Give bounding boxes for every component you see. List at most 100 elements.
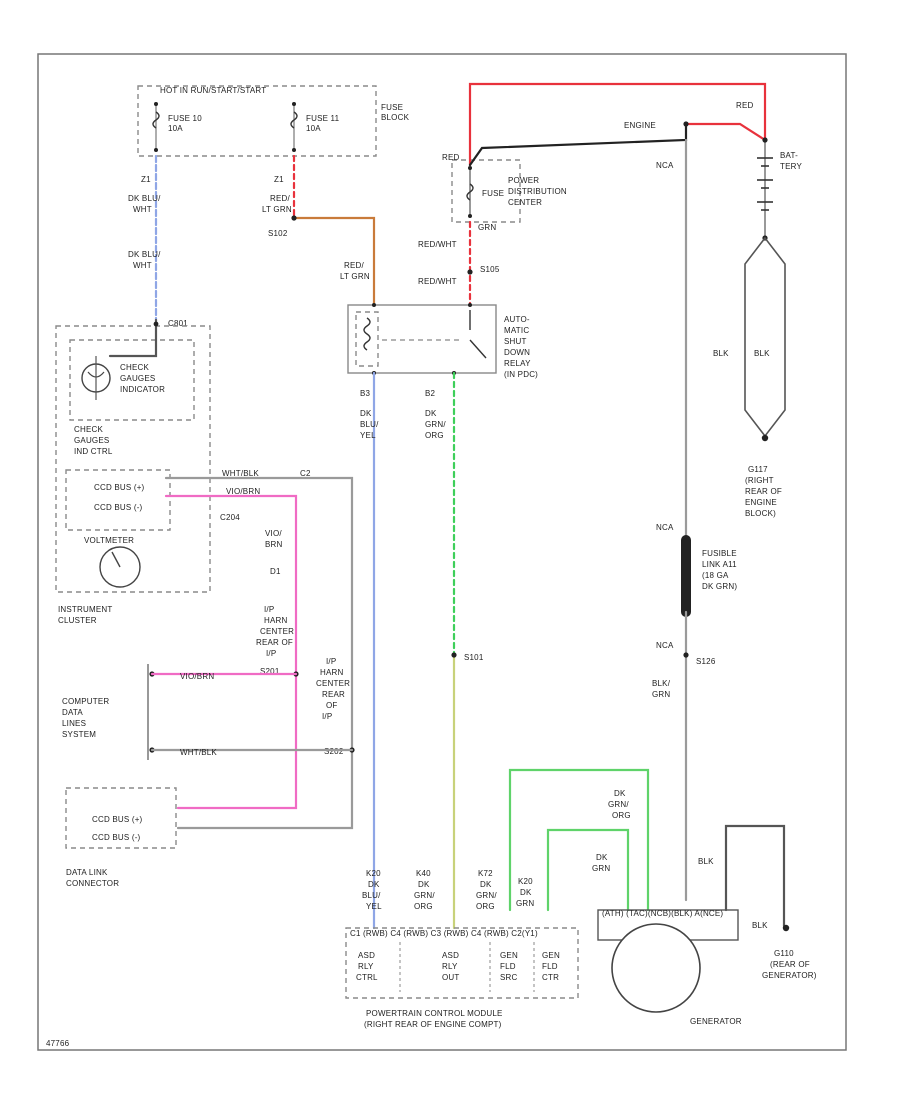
svg-text:ASD: ASD <box>358 951 375 960</box>
svg-text:REAR OF: REAR OF <box>745 487 782 496</box>
fuse-11-label: FUSE 11 <box>306 114 340 123</box>
svg-text:CLUSTER: CLUSTER <box>58 616 97 625</box>
svg-text:OF: OF <box>326 701 338 710</box>
svg-text:LINK A11: LINK A11 <box>702 560 737 569</box>
svg-text:POWER: POWER <box>508 176 539 185</box>
svg-text:VOLTMETER: VOLTMETER <box>84 536 134 545</box>
wire-black-ground-eng <box>468 122 688 167</box>
wire-blk-generator <box>724 824 786 928</box>
svg-text:GAUGES: GAUGES <box>120 374 155 383</box>
svg-text:DATA LINK: DATA LINK <box>66 868 108 877</box>
svg-text:BLOCK: BLOCK <box>381 113 410 122</box>
wire-label: VIO/BRN <box>226 487 260 496</box>
wire-label: DK <box>614 789 626 798</box>
svg-text:OUT: OUT <box>442 973 460 982</box>
fuse-11-rating: 10A <box>306 124 321 133</box>
svg-text:CCD BUS (-): CCD BUS (-) <box>94 503 143 512</box>
svg-text:HARN: HARN <box>264 616 287 625</box>
wire-label: DK BLU/ <box>128 250 161 259</box>
fuse-10-label: FUSE 10 <box>168 114 202 123</box>
svg-text:GEN: GEN <box>542 951 560 960</box>
svg-text:GEN: GEN <box>500 951 518 960</box>
wire-label: B3 <box>360 389 371 398</box>
wire-label: WHT/BLK <box>180 748 217 757</box>
wire-label: VIO/BRN <box>180 672 214 681</box>
svg-text:CCD BUS (+): CCD BUS (+) <box>92 815 143 824</box>
wire-dkgrn-field <box>546 828 630 912</box>
splice-s101: S101 <box>464 653 484 662</box>
svg-text:GRN: GRN <box>652 690 670 699</box>
connector-c801: C801 <box>168 319 188 328</box>
svg-text:ASD: ASD <box>442 951 459 960</box>
svg-text:CENTER: CENTER <box>260 627 294 636</box>
fuse-10-rating: 10A <box>168 124 183 133</box>
wire-label: VIO/ <box>265 529 282 538</box>
svg-text:YEL: YEL <box>366 902 382 911</box>
svg-text:SYSTEM: SYSTEM <box>62 730 96 739</box>
svg-text:(IN PDC): (IN PDC) <box>504 370 538 379</box>
ground-g110: G110 <box>774 949 794 958</box>
svg-text:MATIC: MATIC <box>504 326 529 335</box>
wire-label: BLK/ <box>652 679 671 688</box>
svg-text:CCD BUS (+): CCD BUS (+) <box>94 483 145 492</box>
wire-label: RED/WHT <box>418 277 457 286</box>
svg-text:DK GRN): DK GRN) <box>702 582 737 591</box>
svg-text:(18 GA: (18 GA <box>702 571 729 580</box>
power-distribution-center: FUSE POWER DISTRIBUTION CENTER <box>451 159 567 223</box>
fuse-block-label: FUSE <box>381 103 403 112</box>
wire-label: K72 <box>478 869 493 878</box>
computer-data-lines-system: COMPUTER DATA LINES SYSTEM <box>62 664 155 760</box>
svg-text:(RIGHT REAR OF ENGINE COMPT): (RIGHT REAR OF ENGINE COMPT) <box>364 1020 502 1029</box>
svg-text:SRC: SRC <box>500 973 518 982</box>
wire-label: Z1 <box>141 175 151 184</box>
svg-text:WHT: WHT <box>133 261 152 270</box>
svg-text:GRN/: GRN/ <box>476 891 497 900</box>
svg-text:BRN: BRN <box>265 540 283 549</box>
svg-text:GENERATOR: GENERATOR <box>690 1017 742 1026</box>
svg-text:DISTRIBUTION: DISTRIBUTION <box>508 187 567 196</box>
svg-text:DATA: DATA <box>62 708 83 717</box>
svg-text:GRN/: GRN/ <box>608 800 629 809</box>
svg-text:INDICATOR: INDICATOR <box>120 385 165 394</box>
svg-text:CCD BUS (-): CCD BUS (-) <box>92 833 141 842</box>
svg-text:ORG: ORG <box>476 902 495 911</box>
wire-label: DK <box>596 853 608 862</box>
wire-red-ltgrn-lower <box>292 216 376 307</box>
svg-text:BAT-: BAT- <box>780 151 798 160</box>
wire-red-engine <box>684 122 767 142</box>
svg-text:CENTER: CENTER <box>508 198 542 207</box>
splice-s102: S102 <box>268 229 288 238</box>
svg-text:DK BLU/: DK BLU/ <box>128 194 161 203</box>
svg-text:INSTRUMENT: INSTRUMENT <box>58 605 112 614</box>
svg-text:FUSE: FUSE <box>482 189 504 198</box>
generator-icon <box>611 923 701 1013</box>
wire-label: Z1 <box>274 175 284 184</box>
svg-text:DK: DK <box>368 880 380 889</box>
svg-text:AUTO-: AUTO- <box>504 315 530 324</box>
wire-label: B2 <box>425 389 436 398</box>
wire-label: RED/WHT <box>418 240 457 249</box>
wire-vio-brn-c1 <box>164 494 298 810</box>
wire-label: NCA <box>656 161 674 170</box>
svg-text:I/P: I/P <box>322 712 332 721</box>
svg-text:BLU/: BLU/ <box>362 891 381 900</box>
svg-text:DOWN: DOWN <box>504 348 530 357</box>
svg-text:(RIGHT: (RIGHT <box>745 476 774 485</box>
wire-label: RED/ <box>344 261 364 270</box>
svg-text:DK: DK <box>418 880 430 889</box>
connector-c2: C2 <box>300 469 311 478</box>
svg-text:DK: DK <box>480 880 492 889</box>
fuse-block-header: HOT IN RUN/START/START <box>160 86 266 95</box>
data-link-connector: CCD BUS (+) CCD BUS (-) DATA LINK CONNEC… <box>65 787 177 888</box>
wire-label: BLK <box>752 921 768 930</box>
svg-text:RELAY: RELAY <box>504 359 531 368</box>
ground-g117: G117 <box>748 465 768 474</box>
svg-text:CTRL: CTRL <box>356 973 378 982</box>
svg-text:GRN/: GRN/ <box>425 420 446 429</box>
svg-text:LT GRN: LT GRN <box>340 272 370 281</box>
wire-label: NCA <box>656 523 674 532</box>
svg-text:IND CTRL: IND CTRL <box>74 447 113 456</box>
svg-text:FLD: FLD <box>542 962 558 971</box>
svg-text:ORG: ORG <box>612 811 631 820</box>
